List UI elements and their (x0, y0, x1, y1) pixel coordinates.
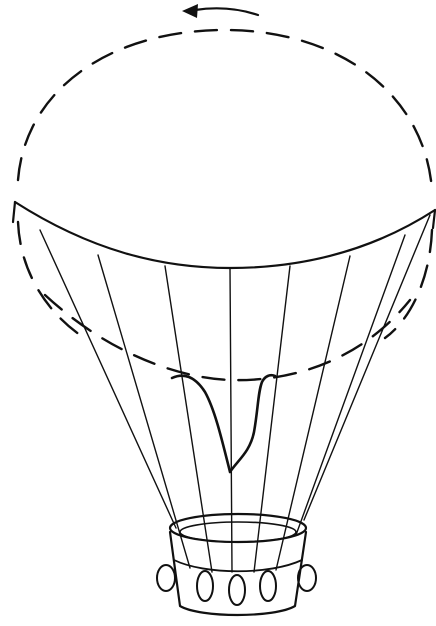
basket-oval (260, 571, 276, 601)
envelope-right-dashed-outline (385, 230, 432, 338)
rope (296, 235, 405, 535)
basket (157, 514, 316, 615)
rotation-arrow-head (182, 4, 198, 18)
basket-body (170, 532, 306, 615)
band-right-tick (433, 210, 435, 228)
rope (304, 215, 430, 520)
envelope-solid-band (15, 202, 435, 268)
balloon-envelope (18, 30, 432, 380)
basket-oval (197, 571, 213, 601)
basket-band (174, 560, 302, 571)
rope (40, 230, 176, 528)
left-sandbag (157, 565, 175, 591)
basket-rim-inner (180, 522, 296, 542)
rope (276, 256, 350, 570)
rope (230, 268, 232, 572)
rotation-arrow-arc (195, 8, 258, 15)
envelope-mouth-dashed-outline (45, 295, 410, 380)
right-sandbag (298, 565, 316, 591)
burner-flame (172, 375, 275, 472)
envelope-left-dashed-outline (18, 222, 80, 335)
basket-oval (229, 575, 245, 605)
envelope-upper-dashed-outline (18, 30, 432, 190)
rotation-arrow (182, 4, 258, 18)
band-left-tick (13, 202, 15, 222)
